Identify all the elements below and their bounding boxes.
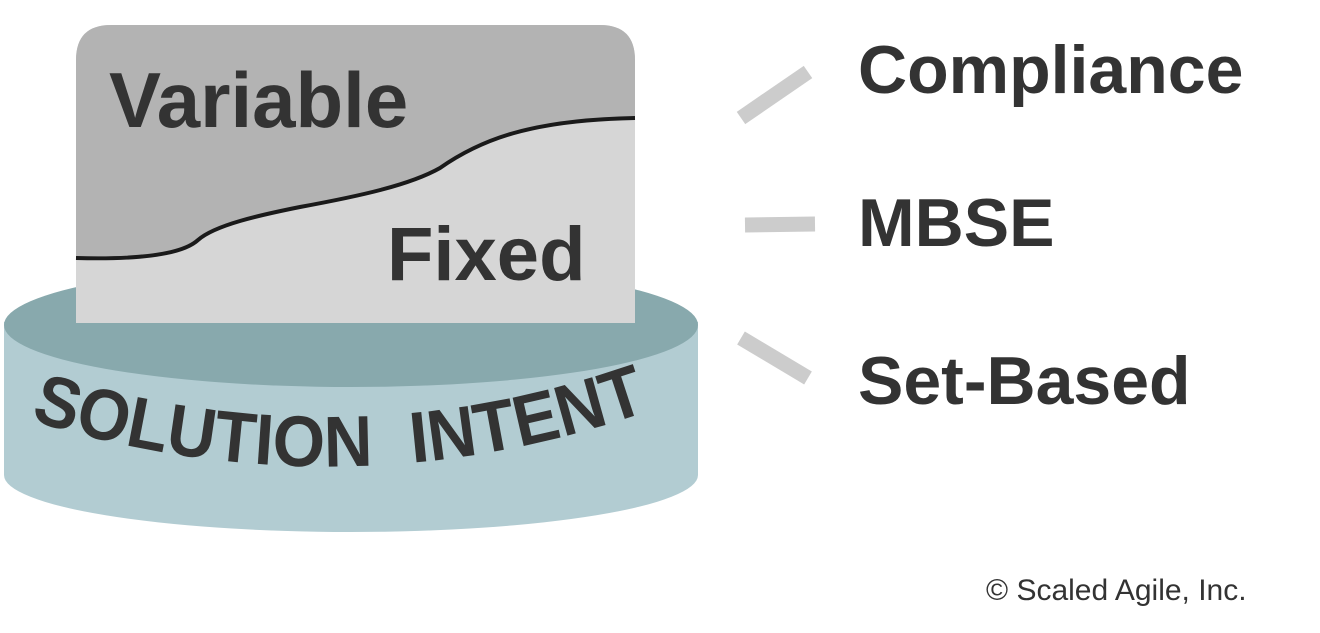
connector-set-based	[737, 331, 812, 385]
connector-compliance	[736, 65, 813, 125]
set-based-label: Set-Based	[858, 343, 1191, 419]
variable-fixed-block: Variable Fixed	[75, 25, 636, 323]
variable-fixed-boundary-line	[75, 116, 636, 261]
connector-mbse	[744, 216, 816, 233]
copyright-notice: © Scaled Agile, Inc.	[986, 574, 1247, 607]
fixed-label: Fixed	[387, 212, 586, 297]
compliance-label: Compliance	[858, 32, 1244, 108]
variable-label: Variable	[109, 56, 408, 144]
variable-region	[76, 25, 635, 259]
mbse-label: MBSE	[858, 185, 1055, 261]
